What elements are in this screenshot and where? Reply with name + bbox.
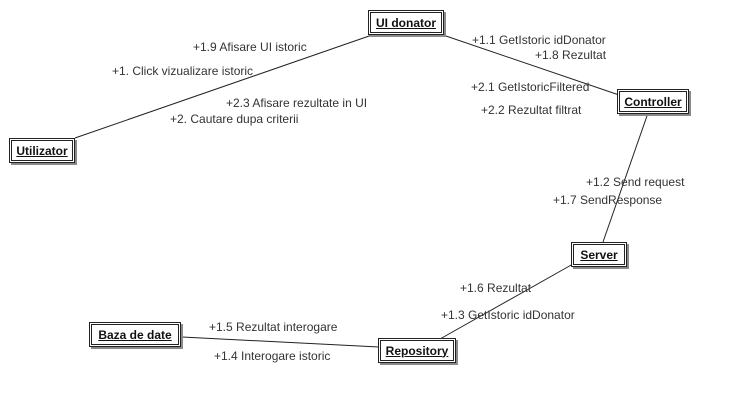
node-ui-donator[interactable]: UI donator xyxy=(368,10,444,35)
message-2-2: +2.2 Rezultat filtrat xyxy=(481,103,582,117)
message-1-9: +1.9 Afisare UI istoric xyxy=(193,40,307,54)
node-repository-label: Repository xyxy=(380,340,454,361)
message-1-3: +1.3 GetIstoric idDonator xyxy=(441,308,575,322)
message-1-7: +1.7 SendResponse xyxy=(553,193,663,207)
message-1-8: +1.8 Rezultat xyxy=(535,48,607,62)
node-server-label: Server xyxy=(573,244,625,265)
message-1-5: +1.5 Rezultat interogare xyxy=(209,320,338,334)
node-utilizator[interactable]: Utilizator xyxy=(9,138,75,163)
message-2-3: +2.3 Afisare rezultate in UI xyxy=(226,96,368,110)
message-2-1: +2.1 GetIstoricFiltered xyxy=(471,80,590,94)
node-controller[interactable]: Controller xyxy=(617,89,689,114)
message-2: +2. Cautare dupa criterii xyxy=(170,112,299,126)
message-1-4: +1.4 Interogare istoric xyxy=(214,349,331,363)
message-1-1: +1.1 GetIstoric idDonator xyxy=(472,33,606,47)
node-baza-de-date-label: Baza de date xyxy=(91,324,179,345)
node-utilizator-label: Utilizator xyxy=(11,140,73,161)
node-server[interactable]: Server xyxy=(571,242,627,267)
message-1-2: +1.2 Send request xyxy=(586,175,685,189)
node-baza-de-date[interactable]: Baza de date xyxy=(89,322,181,347)
link-baza-de-date-repository xyxy=(181,336,380,348)
node-repository[interactable]: Repository xyxy=(378,338,456,363)
message-1: +1. Click vizualizare istoric xyxy=(112,64,254,78)
node-controller-label: Controller xyxy=(619,91,687,112)
link-utilizator-ui-donator xyxy=(74,34,373,139)
link-server-repository xyxy=(439,263,574,340)
link-controller-server xyxy=(602,112,649,243)
link-ui-donator-controller xyxy=(442,34,623,97)
message-1-6: +1.6 Rezultat xyxy=(460,281,532,295)
node-ui-donator-label: UI donator xyxy=(370,12,442,33)
